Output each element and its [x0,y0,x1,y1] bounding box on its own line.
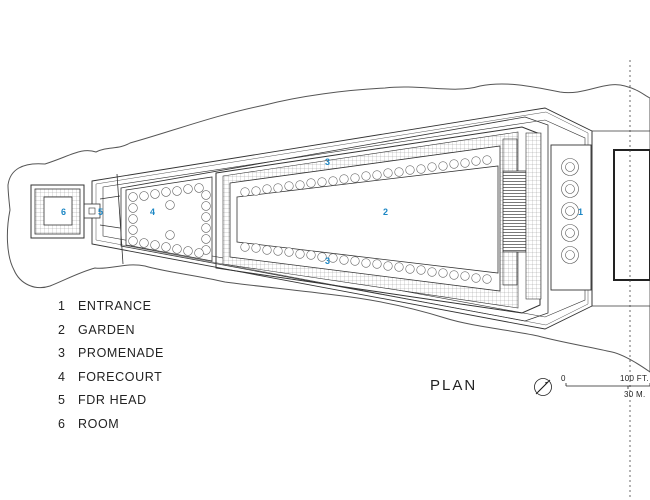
legend-number: 1 [58,299,66,313]
forecourt-area [125,176,213,262]
room [30,184,85,239]
legend-item: 5 FDR HEAD [58,392,258,416]
legend-number: 5 [58,393,66,408]
callout-room: 6 [61,207,67,217]
callout-entrance: 1 [578,207,584,217]
legend-number: 2 [58,322,66,337]
entrance-area [550,144,592,291]
scale-bar [565,383,650,389]
legend-item: 1 ENTRANCE [58,298,258,322]
legend-label: FORECOURT [78,369,163,384]
island-outline [6,83,650,373]
north-arrow-icon [534,378,552,396]
legend-label: ENTRANCE [78,299,152,313]
legend-item: 6 ROOM [58,416,258,440]
scale-start-label: 0 [561,374,566,383]
garden-trees [240,155,492,284]
legend-label: FDR HEAD [78,393,147,408]
legend-label: ROOM [78,416,120,431]
callout-fdr-head: 5 [98,207,104,217]
callout-forecourt: 4 [150,207,156,217]
legend-label: GARDEN [78,322,136,337]
legend-label: PROMENADE [78,346,164,361]
legend-number: 6 [58,416,66,431]
plan-title: PLAN [430,377,478,394]
callout-promenade-bottom: 3 [325,256,331,266]
legend-item: 3 PROMENADE [58,345,258,369]
callout-garden: 2 [383,207,389,217]
scale-imperial-label: 100 FT. [620,374,649,383]
legend-item: 2 GARDEN [58,322,258,346]
callout-promenade-top: 3 [325,157,331,167]
legend-number: 4 [58,369,66,384]
legend-number: 3 [58,346,66,361]
scale-metric-label: 30 M. [624,390,646,399]
legend-item: 4 FORECOURT [58,369,258,393]
